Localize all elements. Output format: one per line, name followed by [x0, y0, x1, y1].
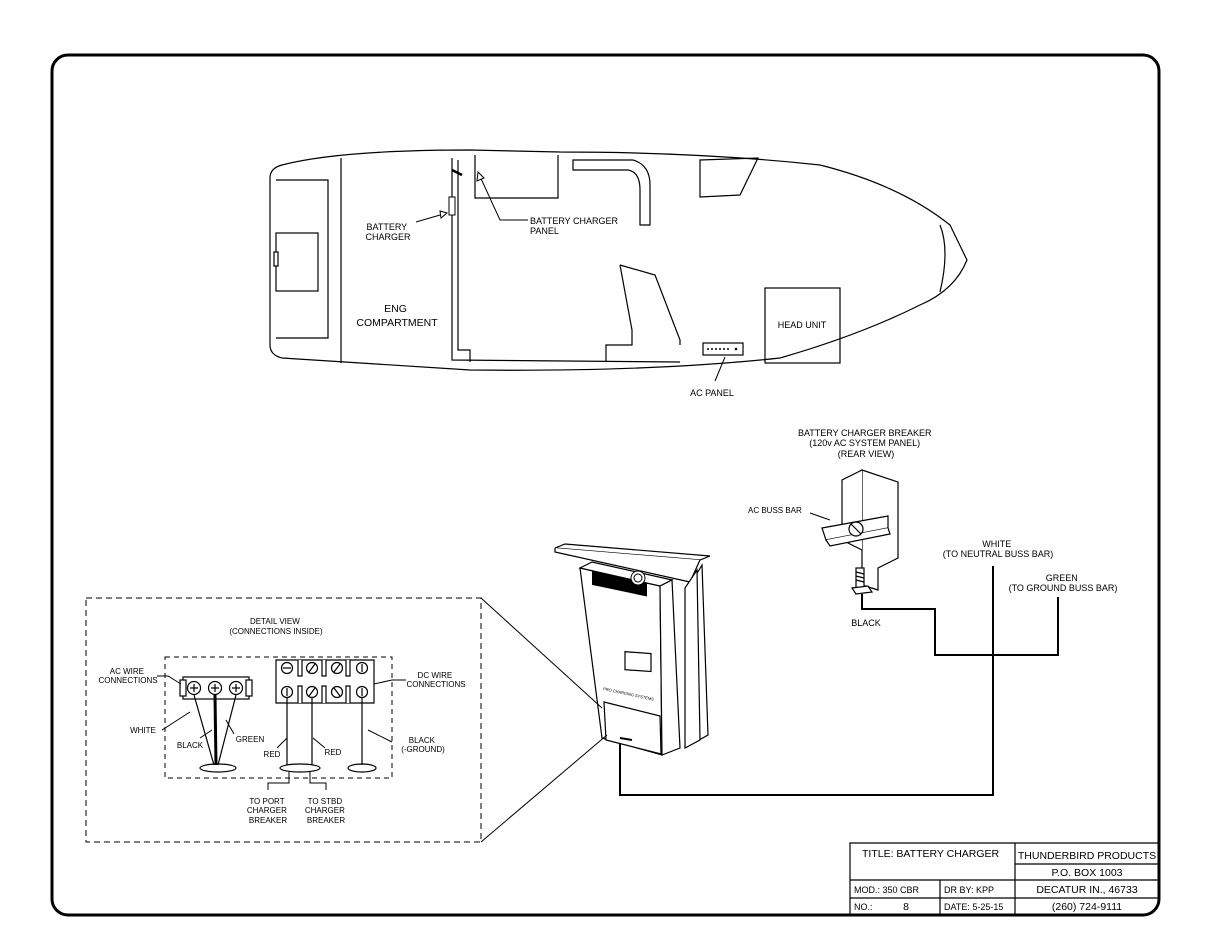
breaker-title: BATTERY CHARGER BREAKER (120v AC SYSTEM … [798, 428, 934, 459]
detail-inner-box [164, 656, 393, 779]
detail-black-ground-label: BLACK (-GROUND) [401, 736, 445, 754]
title-block-city: DECATUR IN., 46733 [1036, 884, 1137, 896]
breaker-body [821, 469, 899, 595]
eng-compartment-label: ENG COMPARTMENT [356, 303, 438, 329]
title-block-mod: MOD.: 350 CBR [854, 885, 920, 895]
to-port-breaker-label: TO PORT CHARGER BREAKER [247, 797, 289, 825]
title-block-po-box: P.O. BOX 1003 [1051, 867, 1122, 879]
dc-wire-connections-label: DC WIRE CONNECTIONS [406, 671, 465, 689]
title-block-company: THUNDERBIRD PRODUCTS [1018, 850, 1156, 862]
detail-black-label: BLACK [177, 741, 204, 750]
ac-buss-bar-leader [809, 512, 831, 521]
charger-wires [619, 566, 1059, 796]
title-block [849, 842, 1159, 915]
detail-red-right-label: RED [325, 748, 342, 757]
battery-charger-unit [554, 543, 711, 756]
detail-green-label: GREEN [236, 735, 265, 744]
title-block-date: DATE: 5-25-15 [944, 902, 1003, 912]
ac-wire-bundle [193, 694, 237, 773]
detail-view-box [85, 597, 482, 843]
title-block-no-label: NO.: [854, 902, 873, 912]
title-block-title: TITLE: BATTERY CHARGER [862, 848, 1000, 860]
ac-panel-indicators [707, 347, 738, 351]
green-wire-label: GREEN (TO GROUND BUSS BAR) [1009, 573, 1118, 593]
detail-red-left-label: RED [264, 750, 281, 759]
ac-buss-bar-label: AC BUSS BAR [748, 506, 802, 515]
detail-view-title: DETAIL VIEW (CONNECTIONS INSIDE) [229, 617, 323, 636]
charger-vent-grille [592, 570, 647, 597]
title-block-no-value: 8 [903, 901, 909, 913]
dc-wires [279, 698, 377, 773]
to-stbd-breaker-label: TO STBD CHARGER BREAKER [305, 797, 347, 825]
ac-wire-connections-label: AC WIRE CONNECTIONS [98, 667, 157, 685]
title-block-dr-by: DR BY: KPP [944, 885, 994, 895]
battery-charger-panel-label: BATTERY CHARGER PANEL [530, 216, 621, 236]
breaker-black-label: BLACK [851, 618, 881, 628]
detail-label-leaders [157, 675, 406, 790]
boat-plan-view [269, 149, 968, 371]
detail-leaders [480, 597, 608, 843]
battery-charger-label: BATTERY CHARGER [365, 222, 411, 242]
title-block-phone: (260) 724-9111 [1052, 901, 1122, 913]
head-unit-label: HEAD UNIT [778, 320, 827, 330]
ac-panel-label: AC PANEL [690, 388, 734, 398]
ac-terminal-block [179, 676, 253, 700]
white-wire-label: WHITE (TO NEUTRAL BUSS BAR) [943, 539, 1054, 559]
drawing-border [50, 53, 1161, 917]
dc-terminal-block [275, 659, 375, 704]
boat-leaders [415, 170, 726, 382]
detail-white-label: WHITE [130, 726, 156, 735]
